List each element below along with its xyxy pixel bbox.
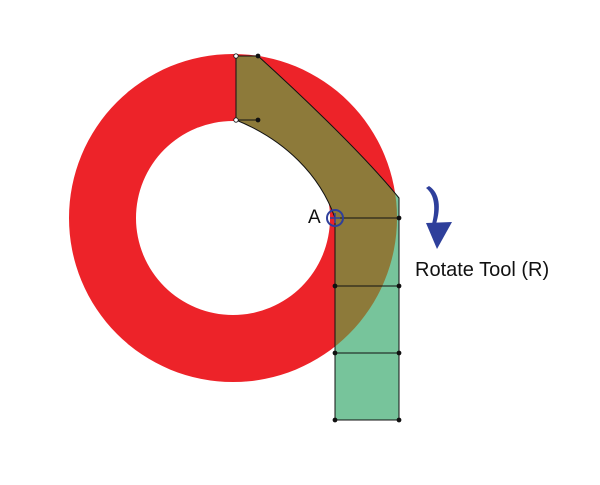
green-shape — [236, 56, 399, 420]
pivot-point-label: A — [308, 207, 321, 228]
anchor-points — [233, 53, 402, 423]
anchor-point — [332, 350, 338, 356]
anchor-point — [396, 283, 402, 289]
anchor-point — [255, 53, 261, 59]
anchor-point — [233, 117, 239, 123]
anchor-point — [396, 417, 402, 423]
anchor-point — [255, 117, 261, 123]
anchor-point — [233, 53, 239, 59]
anchor-point — [396, 215, 402, 221]
anchor-point — [332, 417, 338, 423]
anchor-point — [332, 283, 338, 289]
rotate-tool-label: Rotate Tool (R) — [415, 259, 550, 281]
anchor-point — [396, 350, 402, 356]
curved-arrow-down-icon — [426, 186, 452, 249]
crosshair-circle-icon — [326, 209, 344, 227]
